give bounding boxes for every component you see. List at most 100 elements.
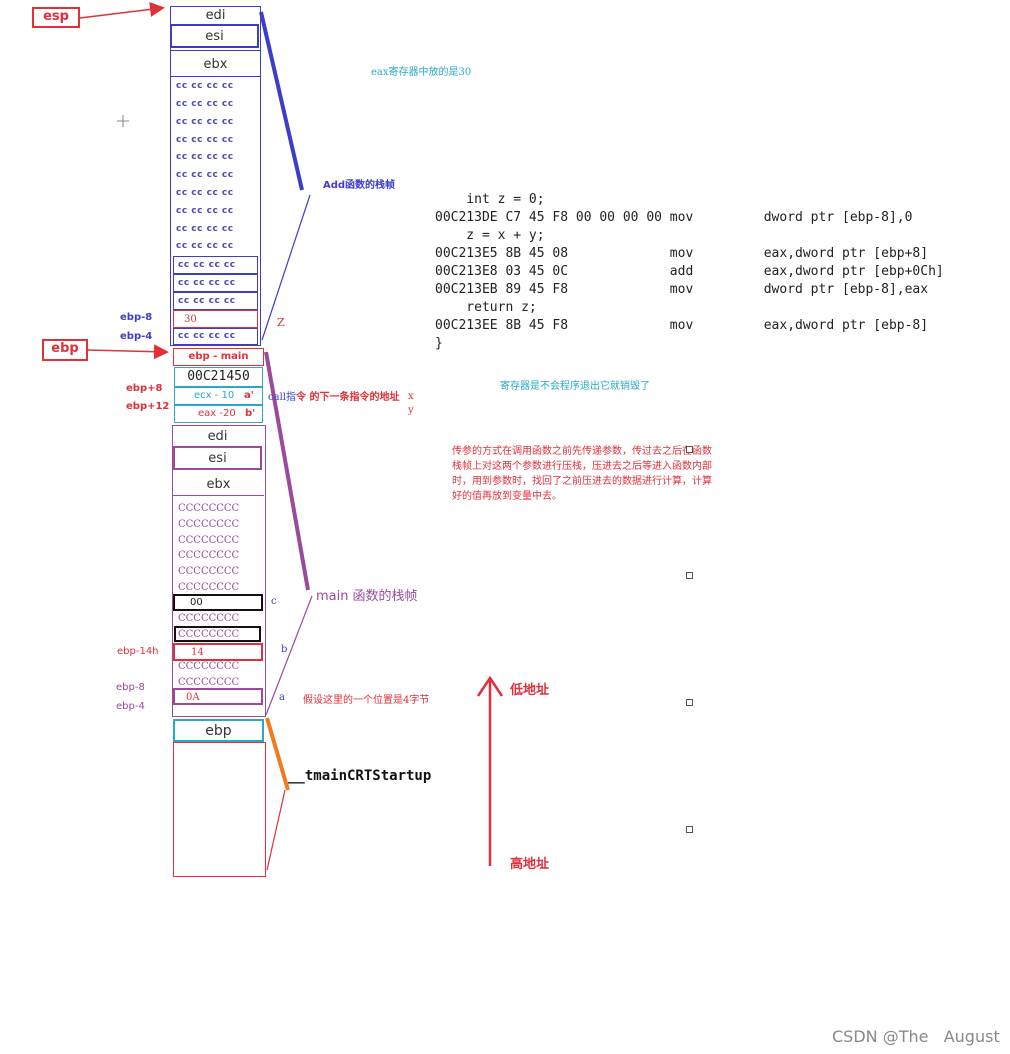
return-address-cell: 00C21450 bbox=[174, 367, 263, 387]
main-cc-row-9: CCCCCCCC bbox=[178, 661, 240, 672]
add-cc-row-6: cc cc cc cc bbox=[176, 170, 234, 180]
add-cc-box-12 bbox=[173, 274, 258, 292]
handle-dot-2 bbox=[686, 572, 693, 579]
main-4byte-note: 假设这里的一个位置是4字节 bbox=[303, 695, 430, 706]
add-frame-outline bbox=[170, 6, 261, 346]
esp-label: esp bbox=[32, 7, 80, 28]
add-edi-cell: edi bbox=[205, 8, 226, 23]
handle-dot-1 bbox=[686, 446, 693, 453]
main-cc-row-2: CCCCCCCC bbox=[178, 519, 240, 530]
code-line-4: 00C213E5 8B 45 08 mov eax,dword ptr [ebp… bbox=[435, 246, 929, 261]
add-cc-box-14 bbox=[173, 328, 258, 345]
add-frame-title: Add函数的栈帧 bbox=[323, 180, 396, 191]
add-cc-row-3: cc cc cc cc bbox=[176, 117, 234, 127]
main-cc-row-4: CCCCCCCC bbox=[178, 550, 240, 561]
high-address-label: 高地址 bbox=[510, 857, 550, 872]
main-frame-brace-thin bbox=[265, 595, 313, 716]
add-ebx-cell: ebx bbox=[170, 50, 261, 77]
code-line-9: } bbox=[435, 336, 443, 351]
main-cc-row-10: CCCCCCCC bbox=[178, 677, 240, 688]
add-cc-row-14: cc cc cc cc bbox=[178, 331, 236, 341]
startup-label: __tmainCRTStartup bbox=[288, 768, 432, 784]
code-line-3: z = x + y; bbox=[435, 228, 545, 243]
add-cc-box-11 bbox=[173, 256, 258, 274]
add-cc-row-13: cc cc cc cc bbox=[178, 296, 236, 306]
main-a-cell bbox=[173, 688, 263, 705]
param-note-line-2: 栈帧上对这两个参数进行压栈，压进去之后等进入函数内部 bbox=[452, 461, 712, 472]
main-c-side: c bbox=[271, 596, 277, 607]
label-ebp-8-add: ebp-8 bbox=[120, 312, 153, 323]
main-frame-brace-thick bbox=[264, 351, 310, 591]
label-ebp-plus12: ebp+12 bbox=[126, 401, 170, 412]
add-cc-row-5: cc cc cc cc bbox=[176, 152, 234, 162]
add-cc-row-8: cc cc cc cc bbox=[176, 206, 234, 216]
add-cc-row-2: cc cc cc cc bbox=[176, 99, 234, 109]
label-ebp-plus8: ebp+8 bbox=[126, 383, 163, 394]
add-z-cell bbox=[173, 310, 258, 328]
code-line-6: 00C213EB 89 45 F8 mov dword ptr [ebp-8],… bbox=[435, 282, 929, 297]
code-block: int z = 0; 00C213DE C7 45 F8 00 00 00 00… bbox=[433, 186, 948, 356]
startup-brace-thick bbox=[265, 717, 290, 791]
param-note-line-3: 时，用到参数时，找回了之前压进去的数据进行计算，计算 bbox=[452, 476, 712, 487]
add-cc-row-1: cc cc cc cc bbox=[176, 81, 234, 91]
param-note: 传参的方式在调用函数之前先传递参数，传过去之后在函数 栈帧上对这两个参数进行压栈… bbox=[452, 444, 712, 504]
startup-frame-outline bbox=[173, 742, 266, 877]
ebp-label: ebp bbox=[42, 339, 88, 361]
ebp-main-cell: ebp - main bbox=[173, 348, 264, 366]
main-cc-row-6: CCCCCCCC bbox=[178, 582, 240, 593]
add-cc-box-13 bbox=[173, 292, 258, 310]
handle-dot-3 bbox=[686, 699, 693, 706]
startup-ebp-cell: ebp bbox=[173, 719, 264, 742]
arg-b-cell bbox=[174, 405, 263, 423]
esp-arrow bbox=[79, 2, 165, 19]
main-c-value: 00 bbox=[190, 597, 203, 608]
register-note: 寄存器是不会程序退出它就销毁了 bbox=[500, 381, 650, 392]
main-edi-cell: edi bbox=[207, 429, 228, 444]
arg-a-cell bbox=[174, 387, 263, 405]
label-ebp-8-main: ebp-8 bbox=[116, 682, 145, 693]
param-note-line-1: 传参的方式在调用函数之前先传递参数，传过去之后在函数 bbox=[452, 446, 712, 457]
code-line-8: 00C213EE 8B 45 F8 mov eax,dword ptr [ebp… bbox=[435, 318, 929, 333]
handle-dot-4 bbox=[686, 826, 693, 833]
code-line-7: return z; bbox=[435, 300, 537, 315]
main-b-cell bbox=[173, 643, 263, 661]
add-cc-row-12: cc cc cc cc bbox=[178, 278, 236, 288]
add-frame-brace-thin bbox=[261, 194, 311, 341]
add-frame-brace-thick bbox=[259, 11, 304, 191]
add-z-value: 30 bbox=[184, 314, 197, 325]
call-next-note: call指令 的下一条指令的地址 bbox=[268, 392, 400, 403]
code-line-5: 00C213E8 03 45 0C add eax,dword ptr [ebp… bbox=[435, 264, 944, 279]
x-label: x bbox=[408, 391, 414, 402]
low-address-label: 低地址 bbox=[510, 683, 550, 698]
main-cc-row-3: CCCCCCCC bbox=[178, 535, 240, 546]
main-a-side: a bbox=[279, 692, 285, 703]
param-note-line-4: 好的值再放到变量中去。 bbox=[452, 491, 562, 502]
ebp-arrow bbox=[85, 344, 169, 360]
arg-b-text: eax -20 bbox=[198, 408, 236, 419]
main-frame-outline bbox=[172, 425, 266, 717]
add-cc-row-9: cc cc cc cc bbox=[176, 224, 234, 234]
main-c-cell bbox=[173, 594, 263, 611]
add-z-side-label: Z bbox=[277, 316, 285, 329]
main-cc-row-8: CCCCCCCC bbox=[178, 629, 240, 640]
label-ebp-14h: ebp-14h bbox=[117, 646, 159, 657]
label-ebp-4-main: ebp-4 bbox=[116, 701, 145, 712]
startup-brace-thin bbox=[266, 789, 286, 871]
main-cc-box-8 bbox=[174, 626, 261, 642]
eax-note: eax寄存器中放的是30 bbox=[371, 67, 472, 78]
add-esi-cell: esi bbox=[170, 24, 259, 48]
main-cc-row-7: CCCCCCCC bbox=[178, 613, 240, 624]
label-ebp-4-add: ebp-4 bbox=[120, 331, 153, 342]
main-cc-row-5: CCCCCCCC bbox=[178, 566, 240, 577]
arg-a-text: ecx - 10 bbox=[194, 390, 235, 401]
code-line-1: int z = 0; bbox=[435, 192, 545, 207]
add-cc-row-10: cc cc cc cc bbox=[176, 241, 234, 251]
add-cc-row-11: cc cc cc cc bbox=[178, 260, 236, 270]
arg-a-tag: a' bbox=[244, 390, 254, 401]
y-label: y bbox=[408, 405, 414, 416]
main-b-value: 14 bbox=[191, 647, 204, 658]
code-line-2: 00C213DE C7 45 F8 00 00 00 00 mov dword … bbox=[435, 210, 913, 225]
main-cc-row-1: CCCCCCCC bbox=[178, 503, 240, 514]
main-esi-cell: esi bbox=[173, 446, 262, 470]
